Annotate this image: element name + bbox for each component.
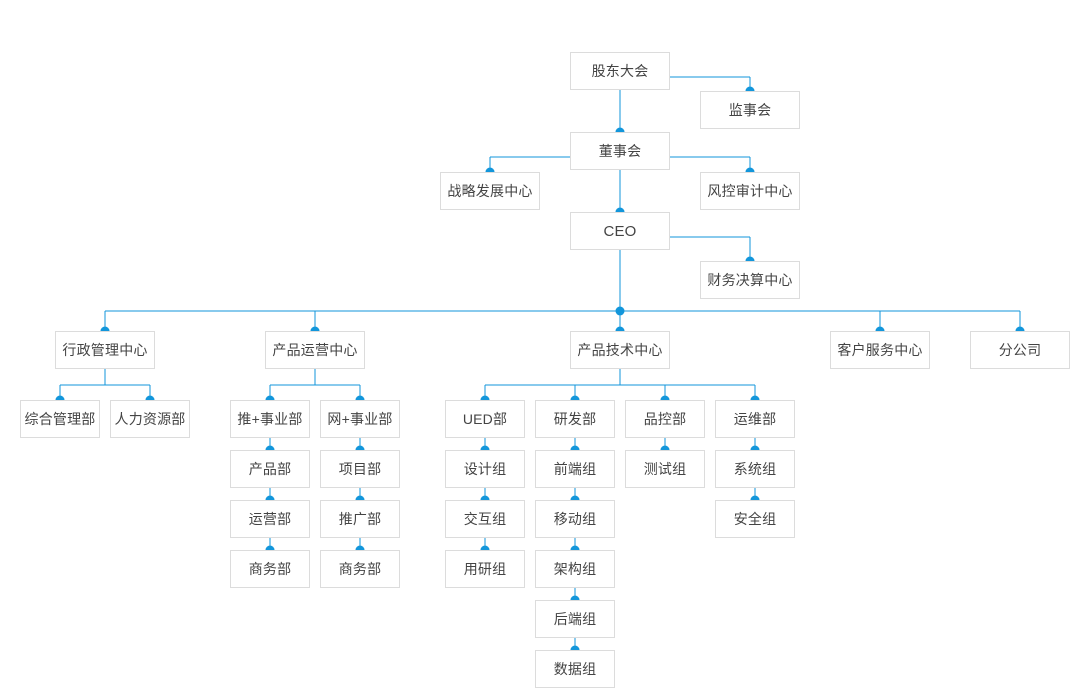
org-node-interaction-group[interactable]: 交互组 [445,500,525,538]
org-node-general-admin-dept[interactable]: 综合管理部 [20,400,100,438]
org-node-qa-dept[interactable]: 品控部 [625,400,705,438]
org-node-admin-center[interactable]: 行政管理中心 [55,331,155,369]
org-node-project-dept[interactable]: 项目部 [320,450,400,488]
org-node-business-dept-1[interactable]: 商务部 [230,550,310,588]
org-node-mobile-group[interactable]: 移动组 [535,500,615,538]
org-node-tui-plus-bu[interactable]: 推+事业部 [230,400,310,438]
org-node-product-tech-center[interactable]: 产品技术中心 [570,331,670,369]
org-node-risk-audit-center[interactable]: 风控审计中心 [700,172,800,210]
org-node-ued-dept[interactable]: UED部 [445,400,525,438]
org-node-product-dept[interactable]: 产品部 [230,450,310,488]
org-node-finance-center[interactable]: 财务决算中心 [700,261,800,299]
org-node-test-group[interactable]: 测试组 [625,450,705,488]
org-node-backend-group[interactable]: 后端组 [535,600,615,638]
org-node-business-dept-2[interactable]: 商务部 [320,550,400,588]
org-node-board-of-directors[interactable]: 董事会 [570,132,670,170]
org-node-wang-plus-bu[interactable]: 网+事业部 [320,400,400,438]
org-node-design-group[interactable]: 设计组 [445,450,525,488]
org-node-security-group[interactable]: 安全组 [715,500,795,538]
org-node-frontend-group[interactable]: 前端组 [535,450,615,488]
org-node-shareholders-meeting[interactable]: 股东大会 [570,52,670,90]
org-node-operations-dept[interactable]: 运营部 [230,500,310,538]
org-node-strategy-center[interactable]: 战略发展中心 [440,172,540,210]
org-node-customer-service[interactable]: 客户服务中心 [830,331,930,369]
org-node-supervisory-board[interactable]: 监事会 [700,91,800,129]
org-node-data-group[interactable]: 数据组 [535,650,615,688]
org-node-ops-maintenance-dept[interactable]: 运维部 [715,400,795,438]
org-node-hr-dept[interactable]: 人力资源部 [110,400,190,438]
org-node-ceo[interactable]: CEO [570,212,670,250]
org-node-promotion-dept[interactable]: 推广部 [320,500,400,538]
org-node-system-group[interactable]: 系统组 [715,450,795,488]
connector-dot-ceo-to-bus [615,306,625,316]
org-node-product-ops-center[interactable]: 产品运营中心 [265,331,365,369]
org-node-architecture-group[interactable]: 架构组 [535,550,615,588]
org-node-branch-company[interactable]: 分公司 [970,331,1070,369]
org-node-user-research-group[interactable]: 用研组 [445,550,525,588]
org-node-rd-dept[interactable]: 研发部 [535,400,615,438]
